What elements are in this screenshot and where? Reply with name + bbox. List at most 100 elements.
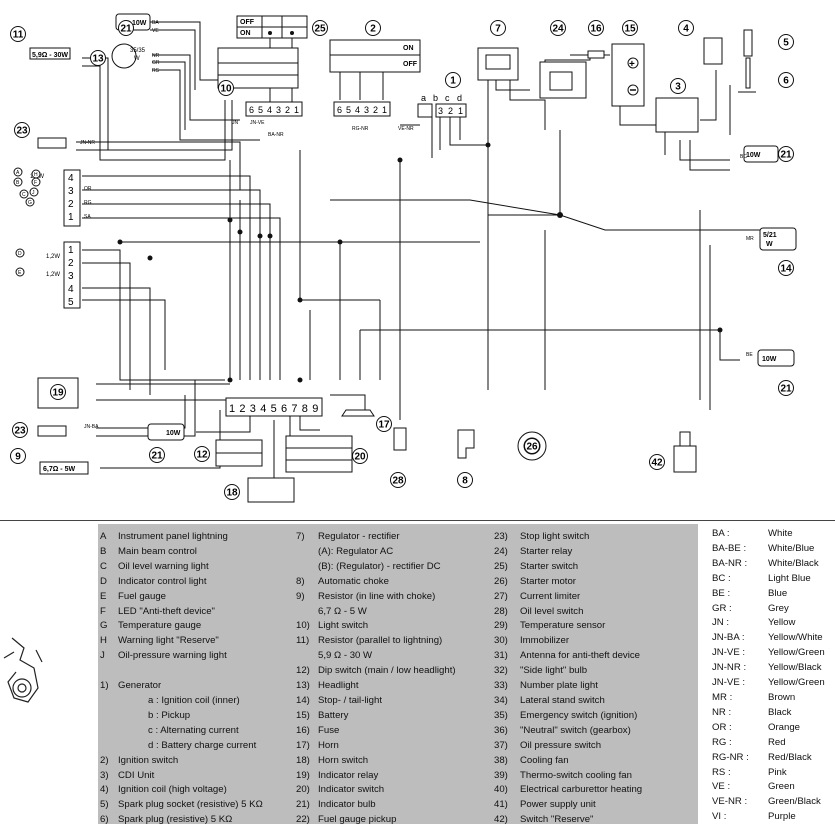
resistor-9-label: 6,7Ω - 5W xyxy=(43,466,75,473)
legend-key: 13) xyxy=(296,680,310,692)
color-code: BA-BE : xyxy=(712,542,747,554)
legend-item: 19)Indicator relay xyxy=(296,769,456,784)
wire-code-label: RG-NR xyxy=(352,126,369,132)
legend-text: Horn xyxy=(318,739,339,751)
lamp-letter-ring xyxy=(25,197,35,207)
callout-ring xyxy=(90,50,106,66)
callout-number: 8 xyxy=(462,476,468,487)
wire-code-label: BE xyxy=(746,352,753,358)
color-key-row: GR :Grey xyxy=(712,602,825,617)
callout-ring xyxy=(670,78,686,94)
color-code: VE : xyxy=(712,781,731,793)
callout-ring xyxy=(678,20,694,36)
legend-item: 39)Thermo-switch cooling fan xyxy=(494,769,642,784)
color-name: Blue xyxy=(768,587,788,599)
color-key-row: NR :Black xyxy=(712,706,825,721)
color-key-row: VI :Purple xyxy=(712,810,825,825)
color-name: Yellow xyxy=(768,617,796,629)
legend-key: 5) xyxy=(100,799,109,811)
legend-text: Temperature sensor xyxy=(520,620,606,632)
legend-key: 37) xyxy=(494,739,508,751)
wire-code-label: BA xyxy=(152,20,159,26)
legend-item: 15)Battery xyxy=(296,709,456,724)
legend-text: Antenna for anti-theft device xyxy=(520,650,640,662)
callout-number: 14 xyxy=(780,264,792,275)
legend-text: Starter motor xyxy=(520,575,576,587)
color-code: JN-VE : xyxy=(712,677,746,689)
legend-text: Immobilizer xyxy=(520,635,570,647)
legend-key xyxy=(296,649,318,664)
color-key-row: BA-BE : White/Blue xyxy=(712,542,825,557)
legend-text: CDI Unit xyxy=(118,769,155,781)
legend-text: Stop- / tail-light xyxy=(318,694,382,706)
callout-number: 15 xyxy=(624,24,636,35)
callout-ring xyxy=(365,20,381,36)
callout-ring xyxy=(352,448,368,464)
lamp-letter-h: H xyxy=(34,172,38,178)
lamp-letter-ring xyxy=(13,177,23,187)
legend-text: Oil level warning light xyxy=(118,560,209,572)
instrument-terminal-bottom: 2 xyxy=(68,258,74,269)
color-key-row: VE-NR :Green/Black xyxy=(712,795,825,810)
callout-ring xyxy=(12,422,28,438)
legend-text: Light switch xyxy=(318,620,369,632)
color-key-row: RG-NR :Red/Black xyxy=(712,751,825,766)
lamp-letter-ring xyxy=(15,248,25,258)
tail-light xyxy=(759,227,797,251)
legend-key: 24) xyxy=(494,545,508,557)
callout-ring xyxy=(10,448,26,464)
legend-key: 40) xyxy=(494,784,508,796)
legend-item: 8)Automatic choke xyxy=(296,575,456,590)
connector-2-pin: 4 xyxy=(355,105,360,115)
connector-10-pin: 6 xyxy=(249,105,254,115)
legend-key xyxy=(100,694,118,709)
legend-item: 23)Stop light switch xyxy=(494,530,642,545)
color-code: OR : xyxy=(712,721,732,733)
bulb-rating-4: 10W xyxy=(166,430,181,437)
callout-ring xyxy=(218,80,234,96)
generator-pin: 1 xyxy=(458,106,463,116)
color-name: Brown xyxy=(768,691,796,703)
legend-key: 22) xyxy=(296,814,310,826)
legend-item: 29) Temperature sensor xyxy=(494,619,642,634)
legend-text: Lateral stand switch xyxy=(520,694,605,706)
callout-number: 3 xyxy=(675,82,681,93)
stop-light-switch-top xyxy=(37,137,67,149)
color-key-row: JN-VE :Yellow/Green xyxy=(712,646,825,661)
callout-number: 17 xyxy=(378,420,390,431)
color-key-row: JN-VE :Yellow/Green xyxy=(712,676,825,691)
legend-panel xyxy=(98,524,698,824)
legend-item: 6)Spark plug (resistive) 5 KΩ xyxy=(100,813,263,828)
legend-text: Regulator - rectifier xyxy=(318,531,400,542)
legend-text: b : Pickup xyxy=(148,709,191,721)
main-connector-pin: 6 xyxy=(281,403,287,415)
callout-number: 23 xyxy=(16,126,28,137)
legend-key: 1) xyxy=(100,680,109,692)
legend-key: 34) xyxy=(494,694,508,706)
legend-text: Spark plug socket (resistive) 5 KΩ xyxy=(118,799,263,811)
color-name: Pink xyxy=(768,766,787,778)
legend-text: "Neutral" switch (gearbox) xyxy=(520,724,631,736)
color-key-row: BC :Light Blue xyxy=(712,572,825,587)
color-code: VI : xyxy=(712,811,727,823)
color-name: Black xyxy=(768,706,792,718)
legend-key: 29) xyxy=(494,620,508,632)
legend-key: 23) xyxy=(494,531,508,542)
legend-text: Oil pressure switch xyxy=(520,739,602,751)
fuse xyxy=(587,50,605,59)
legend-key: 28) xyxy=(494,605,508,617)
wire-code-label: OR xyxy=(84,186,92,192)
legend-key: B xyxy=(100,545,107,557)
callout-ring xyxy=(622,20,638,36)
main-connector-pin: 7 xyxy=(291,403,297,415)
color-name: White/Blue xyxy=(768,542,815,554)
generator-pin: 3 xyxy=(438,106,443,116)
legend-key xyxy=(296,545,318,560)
legend-text: c : Alternating current xyxy=(148,724,239,736)
legend-text: Instrument panel lightning xyxy=(118,531,228,542)
color-name: Yellow/Green xyxy=(768,647,825,659)
legend-text: 6,7 Ω - 5 W xyxy=(318,605,367,617)
